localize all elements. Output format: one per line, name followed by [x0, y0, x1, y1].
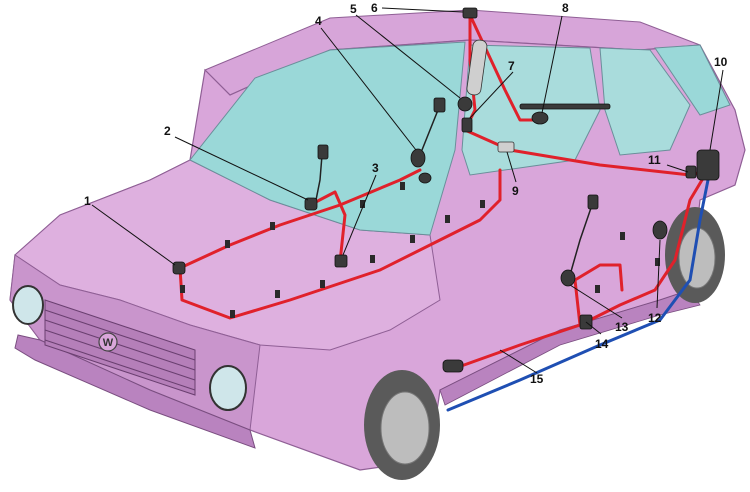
leader-line	[709, 69, 724, 151]
front-hose-loop	[178, 168, 502, 320]
front-hubcap	[380, 391, 430, 465]
clip	[655, 258, 660, 266]
side-hose-blue	[446, 178, 710, 412]
rear-side-window	[599, 47, 691, 156]
leader-line	[666, 164, 689, 173]
side-washer-cap	[587, 194, 599, 210]
hose-tee-dash	[497, 141, 515, 153]
callout-13: 13	[615, 320, 629, 334]
clip	[360, 200, 365, 208]
headlight-washer-nozzle	[304, 197, 318, 211]
right-headlight	[209, 365, 247, 411]
windshield-hose	[308, 190, 347, 264]
clip	[400, 182, 405, 190]
car-bumper	[14, 334, 256, 449]
clip	[480, 200, 485, 208]
clip	[620, 232, 625, 240]
car-windows	[189, 41, 731, 236]
headlight-washer-riser	[314, 154, 323, 206]
brand-logo-letter: W	[103, 337, 114, 349]
roof-reservoir-tube	[466, 39, 488, 96]
leader-line	[585, 321, 602, 335]
side-hose-red	[448, 173, 707, 372]
rear-hose-rod	[519, 103, 611, 110]
hose-clips	[180, 182, 660, 318]
callout-4: 4	[315, 14, 322, 28]
callout-11: 11	[648, 153, 661, 167]
clip	[595, 285, 600, 293]
front-washer-nozzle	[172, 261, 186, 275]
roof-connector	[462, 7, 478, 19]
rear-hose-connector	[531, 111, 549, 125]
clip	[410, 235, 415, 243]
leader-line	[91, 204, 176, 266]
windshield-washer-coupling	[418, 172, 432, 184]
leader-line	[506, 151, 517, 183]
callout-12: 12	[648, 311, 662, 325]
car-wheels	[364, 207, 725, 480]
rear-hubcap	[678, 227, 716, 289]
leader-line	[499, 349, 538, 374]
rear-washer-nozzle	[685, 165, 697, 179]
car-front-details: W	[12, 285, 247, 411]
hose-tee-front	[334, 254, 348, 268]
front-hose-upper	[178, 168, 422, 270]
leader-line	[569, 284, 623, 319]
callout-6: 6	[371, 1, 378, 15]
side-washer-riser	[569, 204, 593, 276]
callout-3: 3	[372, 161, 379, 175]
callout-labels: 1 2 3 4 5 6 7 8 9 10 11 12 13 14 15	[84, 1, 728, 386]
callout-14: 14	[595, 337, 609, 351]
clip	[230, 310, 235, 318]
leader-line	[320, 27, 417, 151]
leader-line	[342, 174, 377, 256]
clip	[370, 255, 375, 263]
rear-window	[654, 44, 731, 116]
clip	[180, 285, 185, 293]
windshield	[189, 41, 466, 236]
side-washer-pump	[560, 269, 576, 287]
clip	[275, 290, 280, 298]
leader-line	[469, 71, 514, 119]
sill-hose-connector	[442, 359, 464, 373]
callout-10: 10	[714, 55, 728, 69]
hose-tee-pillar	[461, 117, 473, 133]
callout-7: 7	[508, 59, 515, 73]
side-hose-red-2	[573, 263, 624, 327]
leader-line	[381, 7, 464, 13]
callout-15: 15	[530, 372, 544, 386]
clip	[270, 222, 275, 230]
windshield-washer-riser	[419, 104, 441, 156]
headlight-washer-reservoir-cap	[317, 144, 329, 160]
clip	[225, 240, 230, 248]
leader-line	[656, 239, 661, 309]
clip	[445, 215, 450, 223]
leader-line	[355, 14, 461, 99]
callout-2: 2	[164, 124, 171, 138]
callout-5: 5	[350, 2, 357, 16]
leader-lines	[91, 7, 724, 374]
leader-line	[541, 15, 563, 114]
clip	[320, 280, 325, 288]
rear-washer-pump	[652, 220, 668, 240]
callout-9: 9	[512, 184, 519, 198]
check-valve	[457, 96, 473, 112]
callout-8: 8	[562, 1, 569, 15]
leader-line	[174, 136, 309, 201]
rear-washer-reservoir	[696, 149, 720, 181]
windshield-washer-pump	[410, 148, 426, 168]
left-headlight	[12, 285, 44, 325]
callout-1: 1	[84, 194, 91, 208]
washer-components	[172, 7, 720, 373]
brand-logo-badge	[98, 332, 118, 352]
windshield-washer-cap	[433, 97, 446, 113]
